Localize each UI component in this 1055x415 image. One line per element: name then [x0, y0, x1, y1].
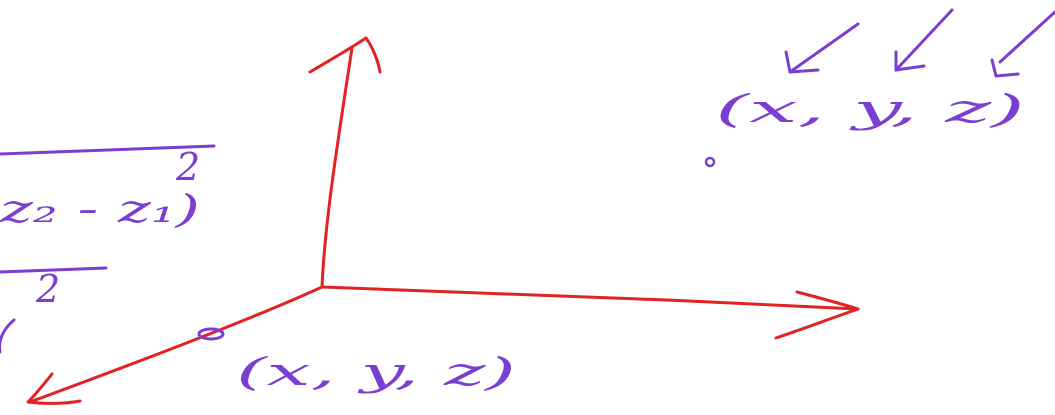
formula-fragment-top-text: z₂ - z₁)	[0, 187, 200, 231]
y-axis-line	[320, 285, 860, 311]
arrow-to-x-icon	[788, 22, 860, 74]
arrows-pointing-to-coordinates	[784, 8, 1055, 78]
point-label-upper-right: (x, y, z)	[715, 87, 1025, 131]
point-marker-on-axis	[197, 327, 225, 341]
x-axis-line	[28, 285, 324, 404]
point-dot-upper-right	[704, 156, 716, 168]
formula-fragment	[0, 144, 216, 354]
partial-bracket	[0, 318, 16, 354]
z-axis-arrowhead	[308, 36, 382, 74]
y-axis-arrowhead	[774, 290, 860, 340]
sqrt-overline-lower	[0, 266, 108, 274]
formula-exponent-top: 2	[175, 145, 200, 189]
arrow-to-y-icon	[894, 8, 954, 72]
coordinate-axes	[26, 36, 860, 405]
arrow-to-z-icon	[998, 10, 1055, 64]
point-label-on-axis: (x, y, z)	[236, 350, 516, 394]
x-axis-arrowhead	[26, 372, 82, 405]
sqrt-overline-top	[0, 144, 216, 156]
z-axis-line	[320, 46, 354, 289]
formula-exponent-lower: 2	[35, 267, 60, 311]
